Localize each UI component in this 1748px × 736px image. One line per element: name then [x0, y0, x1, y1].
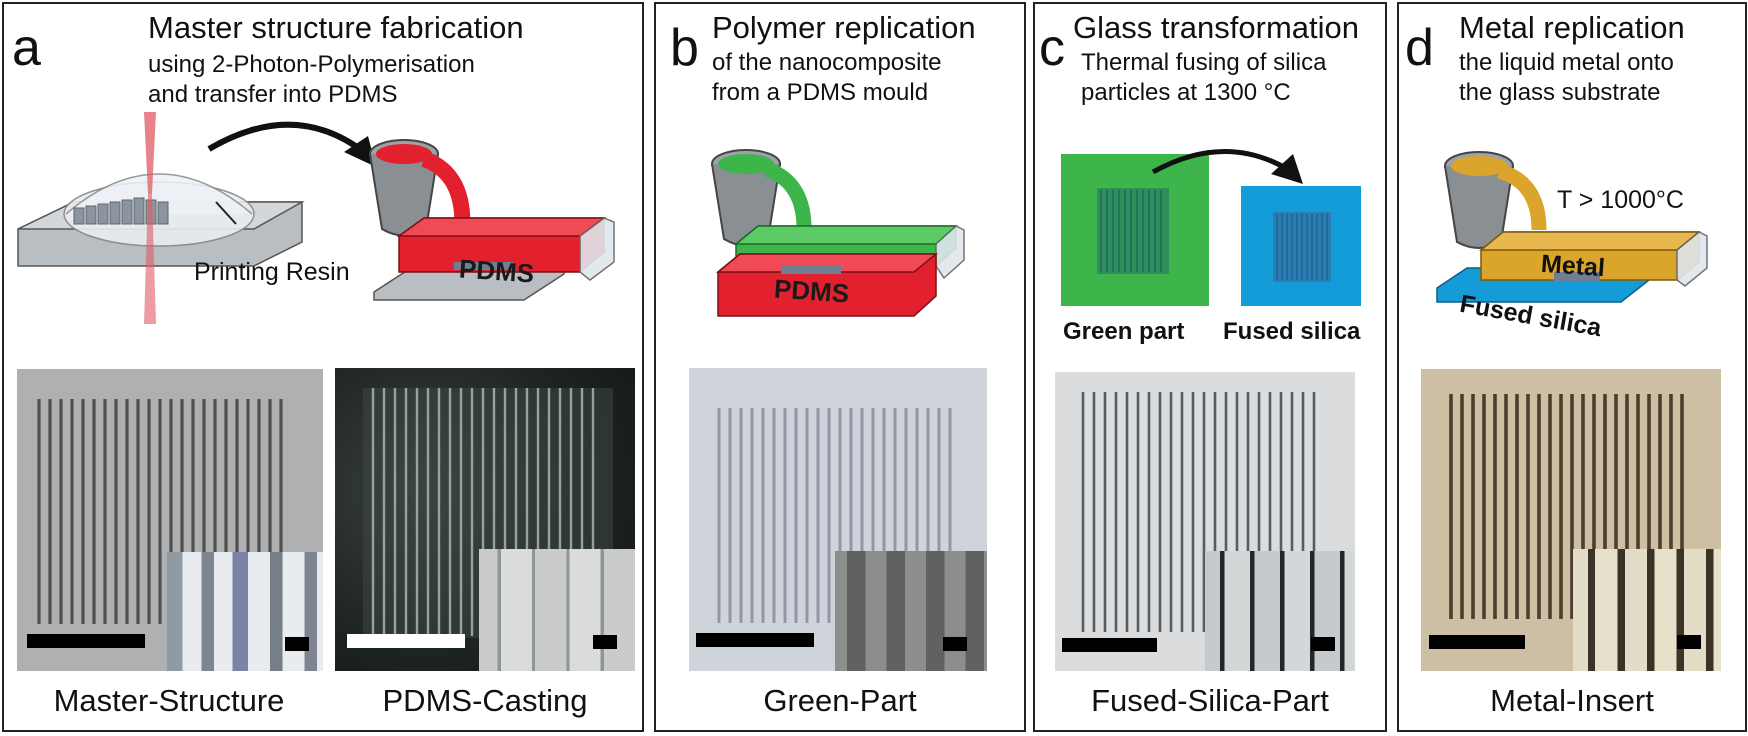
two-photon-polymerisation-illustration	[17, 112, 615, 324]
panel-subtitle-line2: particles at 1300 °C	[1081, 79, 1291, 106]
master-structure-inset	[167, 552, 323, 671]
grating-lines	[1449, 394, 1684, 619]
panel-letter: a	[12, 19, 41, 77]
pdms-casting-photo	[335, 368, 635, 671]
scale-bar	[27, 634, 145, 648]
green-part-inset	[835, 551, 987, 671]
inset-scale-bar	[285, 637, 309, 651]
inset-scale-bar	[1677, 635, 1701, 649]
green-part-photo	[689, 368, 987, 671]
panel-c: c Glass transformation Thermal fusing of…	[1033, 2, 1387, 732]
metal-insert-photo	[1421, 369, 1721, 671]
caption-master-structure: Master-Structure	[53, 683, 285, 718]
caption-metal-insert: Metal-Insert	[1490, 683, 1654, 718]
panel-title: Master structure fabrication	[148, 10, 524, 45]
panel-a: a Master structure fabrication using 2-P…	[2, 2, 644, 732]
pdms-casting-inset	[479, 549, 635, 671]
panel-letter: c	[1039, 19, 1065, 77]
panel-subtitle-line2: from a PDMS mould	[712, 79, 929, 106]
panel-d: d Metal replication the liquid metal ont…	[1397, 2, 1747, 732]
panel-title: Glass transformation	[1073, 10, 1359, 45]
printing-resin-label: Printing Resin	[194, 258, 350, 286]
fused-silica-part-photo	[1055, 372, 1355, 671]
panel-subtitle-line1: Thermal fusing of silica	[1081, 49, 1327, 76]
metal-label: Metal	[1540, 249, 1606, 283]
panel-letter: b	[670, 19, 699, 77]
glass-transformation-illustration	[1061, 149, 1361, 306]
panel-b: b Polymer replication of the nanocomposi…	[654, 2, 1026, 732]
panel-subtitle-line2: the glass substrate	[1459, 79, 1661, 106]
caption-green-part: Green-Part	[763, 683, 917, 718]
polymer-casting-illustration	[711, 149, 965, 317]
fused-silica-label: Fused silica	[1223, 318, 1361, 345]
pdms-label: PDMS	[458, 253, 536, 289]
panel-title: Polymer replication	[712, 10, 976, 45]
master-structure-photo	[17, 369, 323, 671]
scale-bar	[1062, 638, 1157, 652]
panel-subtitle-line1: of the nanocomposite	[712, 49, 942, 76]
panel-subtitle-line2: and transfer into PDMS	[148, 81, 398, 108]
panel-subtitle-line1: using 2-Photon-Polymerisation	[148, 51, 475, 78]
caption-pdms-casting: PDMS-Casting	[382, 683, 588, 718]
inset-scale-bar	[593, 635, 617, 649]
metal-replication-illustration	[1436, 151, 1708, 303]
metal-insert-inset	[1573, 549, 1721, 671]
inset-scale-bar	[943, 637, 967, 651]
fused-silica-inset	[1205, 551, 1355, 671]
pdms-label: PDMS	[773, 273, 851, 309]
temperature-label: T > 1000°C	[1557, 186, 1684, 214]
panel-letter: d	[1405, 19, 1434, 77]
scale-bar	[696, 633, 814, 647]
inset-scale-bar	[1311, 637, 1335, 651]
green-part-label: Green part	[1063, 318, 1185, 345]
panel-title: Metal replication	[1459, 10, 1685, 45]
caption-fused-silica-part: Fused-Silica-Part	[1091, 683, 1329, 718]
scale-bar	[347, 634, 465, 648]
scale-bar	[1429, 635, 1525, 649]
panel-subtitle-line1: the liquid metal onto	[1459, 49, 1674, 76]
